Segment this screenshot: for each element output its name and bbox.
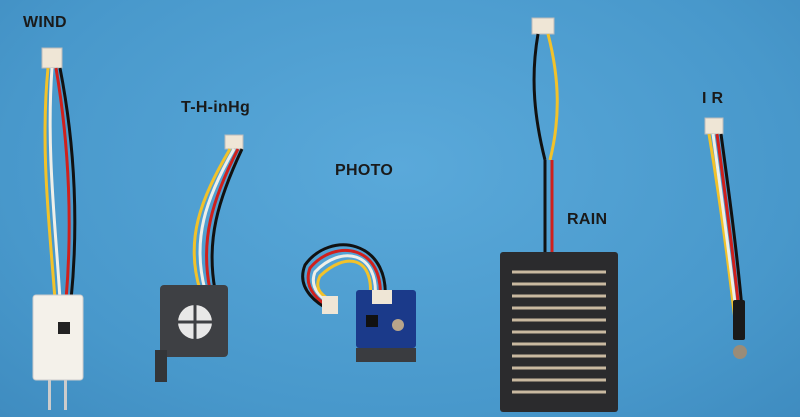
photo-label: PHOTO	[335, 162, 394, 179]
wind-label: WIND	[23, 14, 67, 31]
rain-label: RAIN	[567, 211, 608, 228]
rain-sensor	[500, 17, 618, 412]
thp-label: T-H-inHg	[181, 99, 251, 116]
ir-sensor	[704, 117, 747, 359]
wind-sensor	[32, 47, 84, 410]
photo-sensor	[301, 243, 416, 362]
ir-label: I R	[702, 90, 724, 107]
thp-sensor	[155, 134, 244, 382]
